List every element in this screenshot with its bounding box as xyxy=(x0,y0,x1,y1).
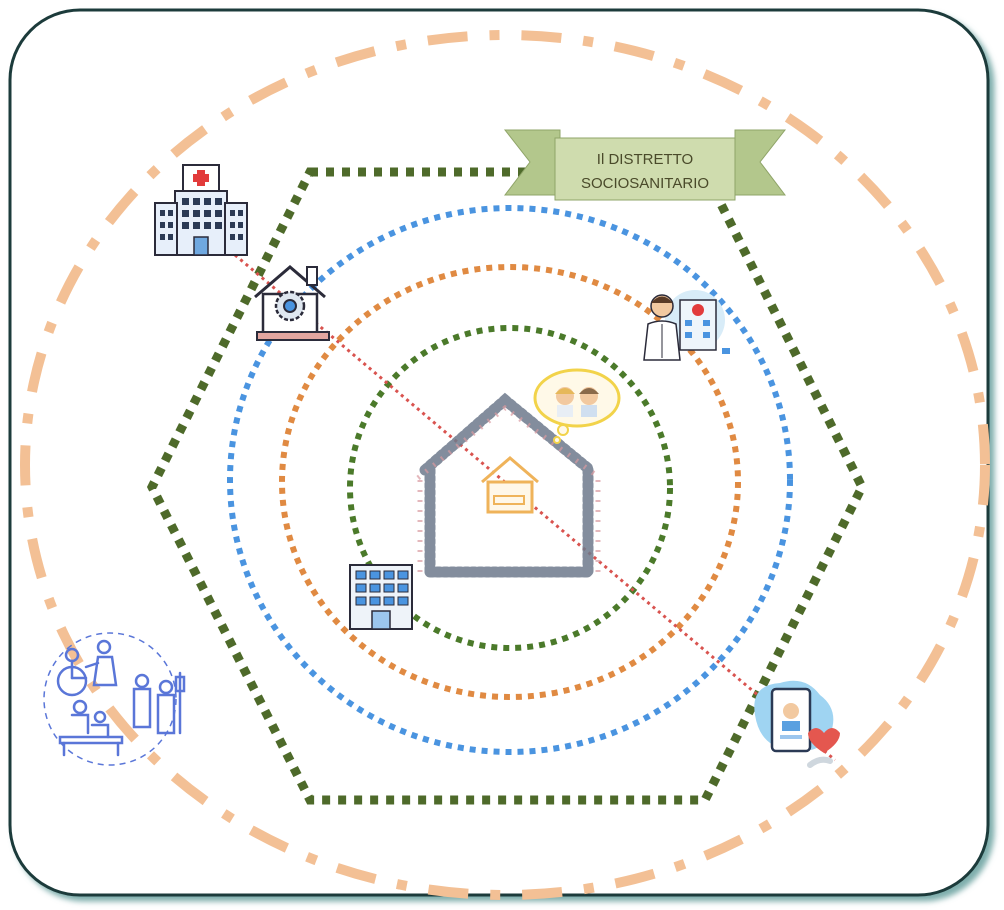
home-care-icon xyxy=(43,632,186,766)
district-hexagon xyxy=(146,167,868,805)
diagonal-connector xyxy=(234,253,836,762)
doctor-clinic-icon xyxy=(643,290,730,361)
green-ring xyxy=(347,325,673,651)
banner-line-1: Il DISTRETTO xyxy=(597,151,693,168)
telemedicine-tablet-icon xyxy=(754,680,840,768)
outer-dashed-ring xyxy=(20,30,990,900)
smart-home-gear-icon xyxy=(254,265,330,341)
blue-ring xyxy=(227,205,793,755)
banner-line-2: SOCIOSANITARIO xyxy=(581,175,709,192)
district-banner: Il DISTRETTO SOCIOSANITARIO xyxy=(503,129,787,201)
apartment-building-icon xyxy=(349,564,413,630)
orange-ring xyxy=(279,264,741,700)
hospital-icon xyxy=(154,164,248,256)
medical-team-thought-icon xyxy=(533,368,621,444)
community-home-icon xyxy=(416,392,602,581)
